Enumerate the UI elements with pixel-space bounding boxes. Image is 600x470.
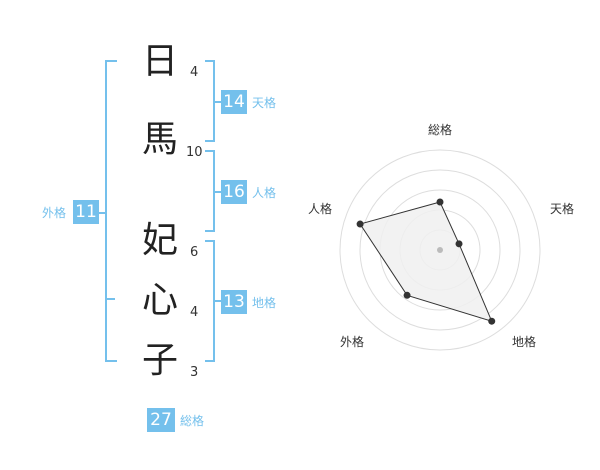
name-char-2: 馬 bbox=[141, 119, 178, 160]
chikaku-label: 地格 bbox=[252, 296, 277, 310]
radar-axis-label-gaikaku: 外格 bbox=[339, 335, 364, 349]
radar-axis-label-chikaku: 地格 bbox=[511, 335, 536, 349]
stroke-count-4: 4 bbox=[190, 305, 199, 320]
soukaku-value-badge: 27 bbox=[147, 408, 175, 432]
gaikaku-bracket bbox=[105, 60, 117, 362]
gaikaku-value-badge: 11 bbox=[73, 200, 99, 224]
radar-axis-label-soukaku: 総格 bbox=[427, 123, 452, 137]
radar-ring bbox=[339, 149, 541, 351]
stroke-count-3: 6 bbox=[190, 245, 199, 260]
tenkaku-connector bbox=[213, 101, 221, 103]
name-char-1: 日 bbox=[141, 41, 178, 82]
gaikaku-bracket-tick bbox=[105, 298, 115, 300]
radar-ring bbox=[359, 169, 521, 331]
stroke-count-2: 10 bbox=[186, 145, 203, 160]
jinkaku-connector bbox=[213, 191, 221, 193]
radar-value-polygon bbox=[359, 201, 493, 322]
radar-point-4 bbox=[403, 291, 411, 299]
chikaku-value-badge: 13 bbox=[221, 290, 247, 314]
gaikaku-connector bbox=[99, 212, 105, 214]
radar-point-1 bbox=[436, 198, 444, 206]
soukaku-label: 総格 bbox=[180, 414, 205, 428]
radar-point-5 bbox=[356, 220, 364, 228]
gaikaku-label: 外格 bbox=[42, 206, 67, 220]
stroke-count-5: 3 bbox=[190, 365, 199, 380]
chikaku-connector bbox=[213, 300, 221, 302]
jinkaku-value-badge: 16 bbox=[221, 180, 247, 204]
stroke-count-1: 4 bbox=[190, 65, 199, 80]
tenkaku-label: 天格 bbox=[252, 96, 277, 110]
name-char-4: 心 bbox=[141, 280, 178, 321]
name-char-5: 子 bbox=[141, 340, 178, 381]
radar-axis-label-tenkaku: 天格 bbox=[549, 202, 574, 216]
name-char-3: 妃 bbox=[141, 220, 178, 261]
jinkaku-label: 人格 bbox=[252, 186, 277, 200]
radar-point-2 bbox=[455, 240, 463, 248]
radar-center-dot bbox=[437, 247, 443, 253]
tenkaku-value-badge: 14 bbox=[221, 90, 247, 114]
radar-point-3 bbox=[488, 317, 496, 325]
radar-axis-label-jinkaku: 人格 bbox=[307, 202, 332, 216]
